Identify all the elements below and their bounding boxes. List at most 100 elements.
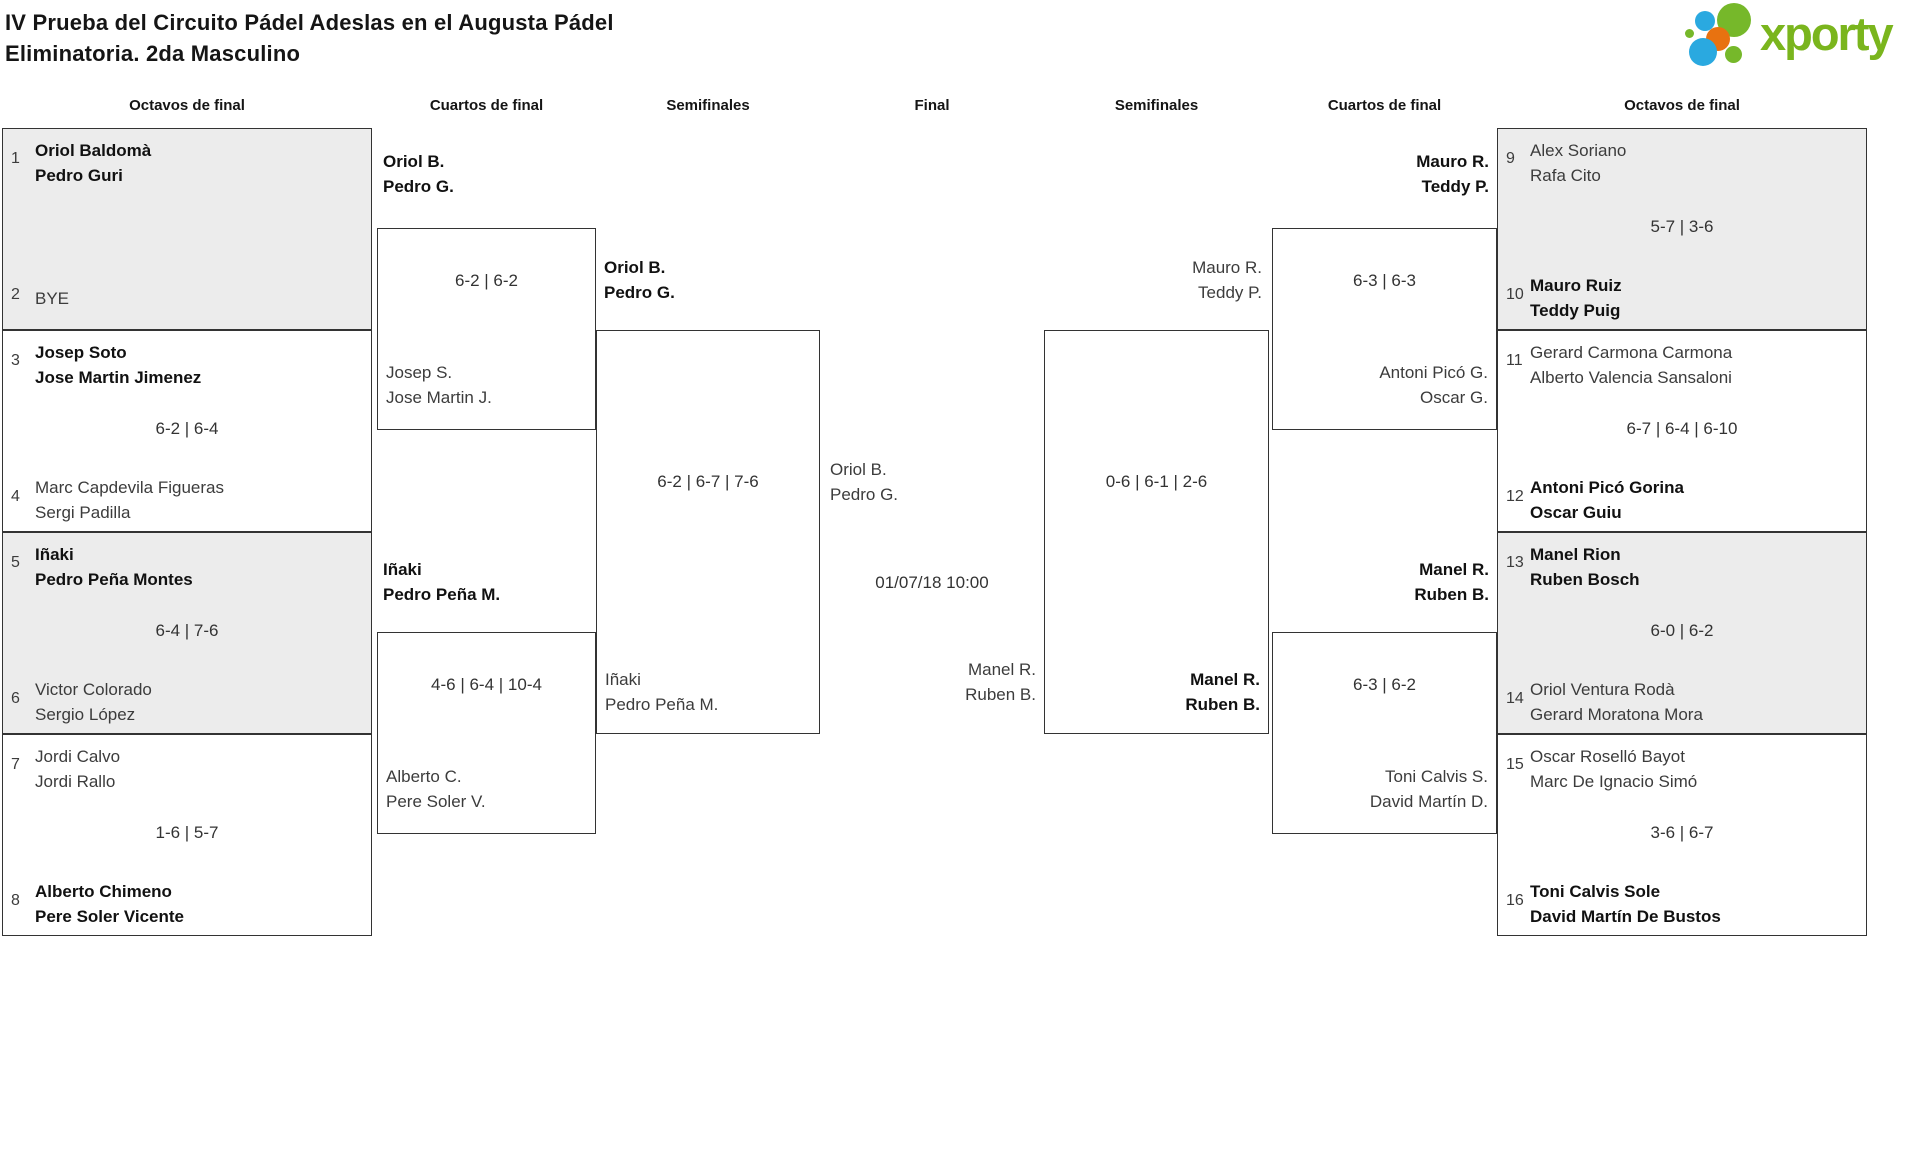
match-score: 6-7 | 6-4 | 6-10 [1626,419,1738,438]
round-header-cuartos-left: Cuartos de final [429,97,544,114]
seed-number: 15 [1506,756,1524,773]
team-name: Sergio López [35,705,136,724]
team-name: Teddy P. [1198,283,1262,302]
team-name: Oriol B. [604,258,666,277]
round-header-octavos-right: Octavos de final [1624,97,1740,114]
team-name: Pedro Peña M. [605,695,719,714]
match-score: 6-2 | 6-2 [454,271,518,290]
team-name: Mauro Ruiz [1530,276,1622,295]
team-name: Pere Soler V. [386,792,486,811]
team-name: Pedro G. [830,485,899,504]
round-header-octavos-left: Octavos de final [129,97,245,114]
team-name: BYE [35,288,70,308]
team-name: Jordi Calvo [35,747,121,766]
match-box-octavos-4: 7 Jordi Calvo Jordi Rallo 1-6 | 5-7 8 Al… [2,734,372,936]
team-name: Jordi Rallo [35,772,116,791]
finalist-left: Oriol B. Pedro G. [830,457,898,507]
seed-number: 8 [11,892,20,909]
match-box-cuartos-1: 6-2 | 6-2 Josep S. Jose Martin J. [377,228,596,430]
logo-dot-green-small [1725,46,1742,63]
team-names: Jordi Calvo Jordi Rallo [35,744,120,794]
team-names: Oriol Ventura Rodà Gerard Moratona Mora [1530,676,1703,728]
round-header-final: Final [914,97,950,114]
team-name: Teddy Puig [1530,301,1621,320]
team-name: David Martín De Bustos [1530,907,1721,926]
team-name: Oriol B. [830,460,887,479]
team-names: Victor Colorado Sergio López [35,676,152,728]
team-name: Pedro Peña M. [383,585,501,604]
team-name: Victor Colorado [35,680,152,699]
seed-number: 14 [1506,690,1524,707]
team-name: Marc Capdevila Figueras [35,478,224,497]
team-name: Marc De Ignacio Simó [1530,772,1698,791]
team-names: BYE [35,272,69,324]
team-name: Iñaki [605,670,641,689]
team-name: Gerard Carmona Carmona [1530,343,1733,362]
team-name: David Martín D. [1369,792,1488,811]
logo-dot-blue-small [1695,11,1715,31]
round-header-semis-right: Semifinales [1114,97,1199,114]
logo-wordmark: xporty [1760,7,1894,60]
logo-dot-green-tiny [1685,29,1694,38]
team-names: Iñaki Pedro Peña Montes [35,542,193,592]
xporty-logo[interactable]: xporty [1684,0,1920,75]
team-name: Antoni Picó Gorina [1530,478,1684,497]
team-names: Antoni Picó G. Oscar G. [1379,360,1488,410]
team-name: Pedro G. [604,283,675,302]
team-name: Sergi Padilla [35,503,131,522]
match-score: 6-3 | 6-3 [1352,271,1416,290]
seed-number: 6 [11,690,20,707]
team-name: Iñaki [383,560,422,579]
final-match-datetime: 01/07/18 10:00 [875,573,989,592]
seed-number: 13 [1506,554,1524,571]
team-names: Gerard Carmona Carmona Alberto Valencia … [1530,340,1732,390]
seed-number: 12 [1506,488,1524,505]
match-score: 6-2 | 6-4 [155,419,219,438]
seed-number: 7 [11,756,20,773]
tournament-title: IV Prueba del Circuito Pádel Adeslas en … [5,7,614,69]
match-box-cuartos-2: 4-6 | 6-4 | 10-4 Alberto C. Pere Soler V… [377,632,596,834]
team-name: Ruben B. [965,685,1036,704]
team-name: Oscar Guiu [1530,503,1622,522]
match-score: 1-6 | 5-7 [155,823,219,842]
match-score: 5-7 | 3-6 [1650,217,1714,236]
team-name: Ruben B. [1185,695,1260,714]
team-name: Oscar G. [1419,388,1488,407]
advancing-team: Oriol B. Pedro G. [383,149,454,199]
team-name: Mauro R. [1416,152,1489,171]
team-names: Toni Calvis Sole David Martín De Bustos [1530,878,1721,930]
match-score: 6-4 | 7-6 [155,621,219,640]
match-score: 6-0 | 6-2 [1650,621,1714,640]
match-score: 4-6 | 6-4 | 10-4 [431,675,542,694]
team-names: Alberto Chimeno Pere Soler Vicente [35,878,184,930]
match-box-octavos-6: 11 Gerard Carmona Carmona Alberto Valenc… [1497,330,1867,532]
team-name: Pedro Guri [35,166,123,185]
round-header-cuartos-right: Cuartos de final [1327,97,1442,114]
team-name: Jose Martin Jimenez [35,368,202,387]
tournament-title-line1: IV Prueba del Circuito Pádel Adeslas en … [5,10,614,35]
team-name: Oriol B. [383,152,445,171]
team-name: Alberto Valencia Sansaloni [1530,368,1732,387]
seed-number: 9 [1506,150,1515,167]
team-names: Alex Soriano Rafa Cito [1530,138,1626,188]
match-box-octavos-8: 15 Oscar Roselló Bayot Marc De Ignacio S… [1497,734,1867,936]
team-name: Toni Calvis S. [1385,767,1488,786]
team-name: Oriol Ventura Rodà [1530,680,1675,699]
team-name: Alex Soriano [1530,141,1627,160]
match-score: 6-3 | 6-2 [1352,675,1416,694]
team-names: Josep Soto Jose Martin Jimenez [35,340,201,390]
seed-number: 16 [1506,892,1524,909]
match-box-octavos-3: 5 Iñaki Pedro Peña Montes 6-4 | 7-6 6 Vi… [2,532,372,734]
team-names: Oriol Baldomà Pedro Guri [35,138,151,188]
team-names: Josep S. Jose Martin J. [386,360,492,410]
advancing-team: Oriol B. Pedro G. [604,255,675,305]
team-name: Iñaki [35,545,74,564]
team-name: Teddy P. [1421,177,1489,196]
team-name: Manel R. [1419,560,1489,579]
match-box-cuartos-3: 6-3 | 6-3 Antoni Picó G. Oscar G. [1272,228,1497,430]
seed-number: 3 [11,352,20,369]
team-name: Antoni Picó G. [1379,363,1488,382]
team-names: Mauro Ruiz Teddy Puig [1530,272,1622,324]
semifinalist-team: Mauro R. Teddy P. [1192,255,1262,305]
